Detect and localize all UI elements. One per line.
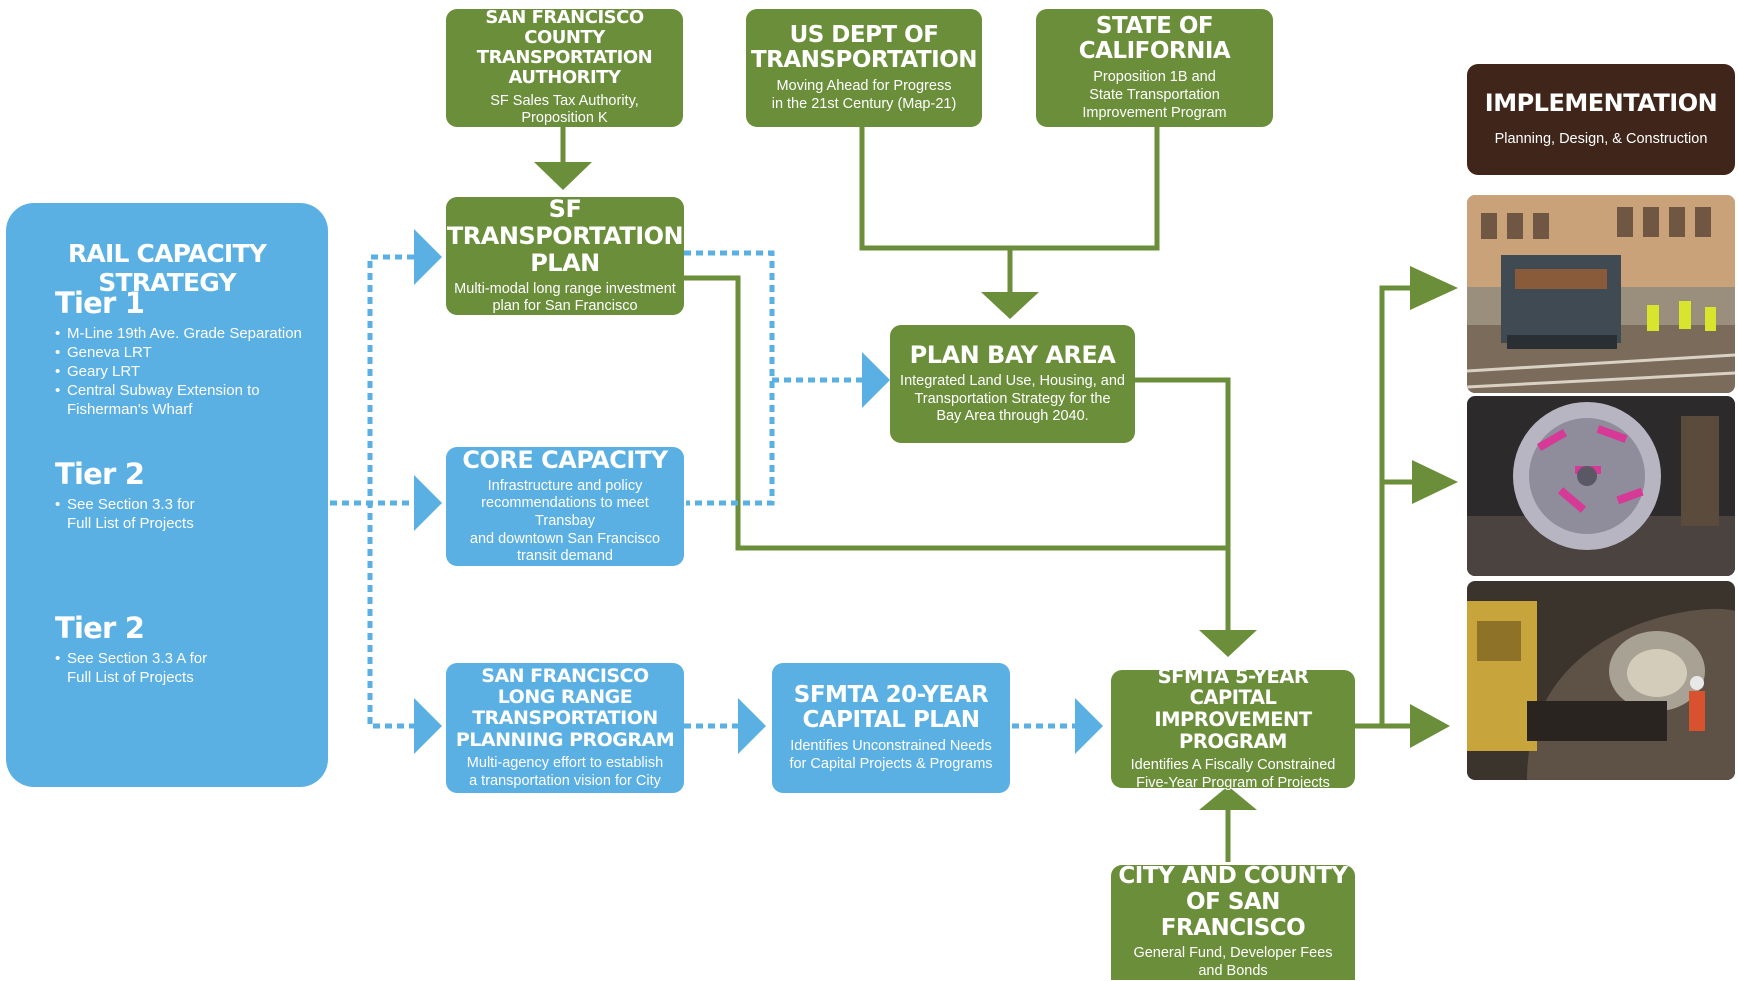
usdot-title: US DEPT OF TRANSPORTATION	[750, 21, 978, 74]
arrowhead-impl-mid	[1412, 460, 1458, 504]
ccsf-subtitle: General Fund, Developer Fees and Bonds	[1133, 945, 1333, 980]
tier-2-item: See Section 3.3 for Full List of Project…	[55, 495, 215, 533]
tier-2-list: See Section 3.3 for Full List of Project…	[55, 495, 215, 533]
core-capacity-box: CORE CAPACITY Infrastructure and policy …	[446, 445, 684, 566]
arrowhead-sftp	[534, 162, 592, 190]
rail-capacity-panel: RAIL CAPACITY STRATEGY Tier 1 M-Line 19t…	[6, 203, 328, 787]
sflr-title: SAN FRANCISCO LONG RANGE TRANSPORTATION …	[455, 664, 675, 751]
state-title: STATE OF CALIFORNIA	[1078, 12, 1231, 65]
tier-2-heading: Tier 2	[55, 457, 145, 491]
arrowhead-blue-sftp	[414, 229, 442, 285]
plan-bay-area-box: PLAN BAY AREA Integrated Land Use, Housi…	[890, 325, 1135, 443]
cip5-title: SFMTA 5-YEAR CAPITAL IMPROVEMENT PROGRAM	[1154, 664, 1312, 754]
arrowhead-blue-core	[414, 475, 442, 531]
tier-1-item: M-Line 19th Ave. Grade Separation	[55, 324, 325, 343]
core-title: CORE CAPACITY	[462, 445, 668, 474]
state-box: STATE OF CALIFORNIA Proposition 1B and S…	[1036, 9, 1273, 127]
tier-1-item: Geneva LRT	[55, 343, 325, 362]
sfcta-box: SAN FRANCISCO COUNTY TRANSPORTATION AUTH…	[446, 7, 683, 127]
sfmta-20yr-box: SFMTA 20-YEAR CAPITAL PLAN Identifies Un…	[772, 663, 1010, 793]
tier-1-list: M-Line 19th Ave. Grade Separation Geneva…	[55, 324, 325, 419]
sfcta-subtitle: SF Sales Tax Authority, Proposition K	[490, 92, 639, 127]
ccsf-title: CITY AND COUNTY OF SAN FRANCISCO	[1118, 863, 1348, 941]
arrowhead-cip5-top	[1199, 630, 1257, 657]
arrowhead-pba	[981, 292, 1039, 319]
construction-photo-1	[1467, 195, 1735, 393]
pba-title: PLAN BAY AREA	[909, 341, 1116, 370]
connector-usdot-junction	[859, 127, 1160, 251]
tier-1-item: Central Subway Extension to Fisherman's …	[55, 381, 282, 419]
connector-pba-cip5	[1135, 377, 1231, 630]
dotted-rail-sftp	[367, 254, 414, 729]
connector-sftp-cip5	[684, 275, 1228, 551]
tier-1-heading: Tier 1	[55, 286, 145, 320]
tier-2a-item: See Section 3.3 A for Full List of Proje…	[55, 649, 227, 687]
sfmta-5yr-box: SFMTA 5-YEAR CAPITAL IMPROVEMENT PROGRAM…	[1111, 665, 1355, 791]
core-subtitle: Infrastructure and policy recommendation…	[469, 477, 661, 565]
impl-title: IMPLEMENTATION	[1484, 89, 1718, 118]
sf-long-range-box: SAN FRANCISCO LONG RANGE TRANSPORTATION …	[446, 663, 684, 793]
connector-impl-split	[1379, 285, 1410, 726]
state-subtitle: Proposition 1B and State Transportation …	[1082, 69, 1227, 121]
construction-photo-3	[1467, 581, 1735, 780]
sftp-subtitle: Multi-modal long range investment plan f…	[454, 280, 676, 315]
arrowhead-blue-pba	[862, 352, 890, 408]
usdot-box: US DEPT OF TRANSPORTATION Moving Ahead f…	[746, 9, 982, 127]
cap20-title: SFMTA 20-YEAR CAPITAL PLAN	[793, 681, 989, 734]
arrowhead-blue-cap20	[738, 698, 766, 754]
implementation-box: IMPLEMENTATION Planning, Design, & Const…	[1467, 64, 1735, 175]
sfcta-title: SAN FRANCISCO COUNTY TRANSPORTATION AUTH…	[476, 7, 653, 89]
dotted-sftp-core	[684, 250, 775, 506]
tier-2a-heading: Tier 2	[55, 611, 145, 645]
sftp-title: SF TRANSPORTATION PLAN	[446, 195, 684, 277]
cip5-subtitle: Identifies A Fiscally Constrained Five-Y…	[1130, 756, 1336, 791]
construction-photo-2	[1467, 396, 1735, 576]
arrowhead-impl-top	[1410, 266, 1458, 310]
sf-transportation-plan-box: SF TRANSPORTATION PLAN Multi-modal long …	[446, 195, 684, 315]
tier-2a-list: See Section 3.3 A for Full List of Proje…	[55, 649, 227, 687]
arrowhead-cip5-bottom	[1199, 786, 1257, 810]
tier-1-item: Geary LRT	[55, 362, 325, 381]
pba-subtitle: Integrated Land Use, Housing, and Transp…	[900, 372, 1125, 425]
cap20-subtitle: Identifies Unconstrained Needs for Capit…	[789, 738, 993, 772]
sflr-subtitle: Multi-agency effort to establish a trans…	[466, 754, 664, 789]
usdot-subtitle: Moving Ahead for Progress in the 21st Ce…	[771, 78, 957, 112]
rail-capacity-title: RAIL CAPACITY STRATEGY	[67, 239, 267, 297]
arrowhead-blue-sflr	[414, 698, 442, 754]
ccsf-box: CITY AND COUNTY OF SAN FRANCISCO General…	[1111, 863, 1355, 980]
arrowhead-impl-bottom	[1410, 704, 1450, 748]
arrowhead-blue-cip5	[1075, 698, 1103, 754]
impl-subtitle: Planning, Design, & Construction	[1494, 131, 1708, 148]
